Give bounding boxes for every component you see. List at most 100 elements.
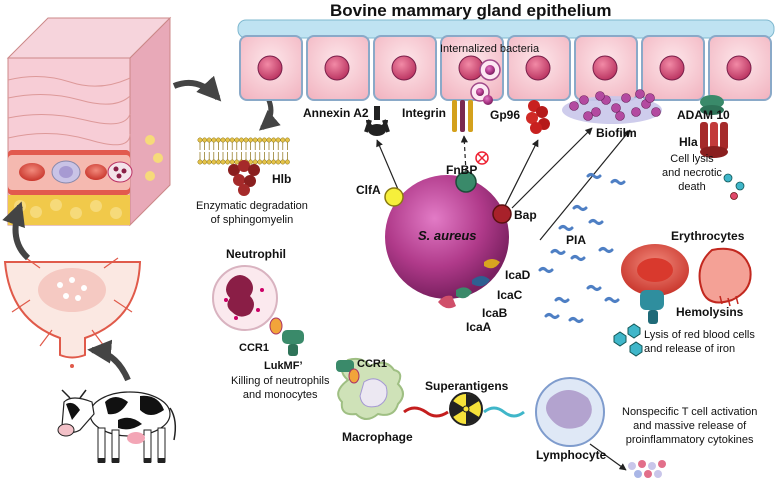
ica-proteins — [438, 259, 500, 309]
pia-fragment — [604, 297, 620, 303]
bap-adhesin — [492, 204, 512, 224]
gp96-label: Gp96 — [490, 108, 521, 122]
biofilm-bacterium — [583, 111, 593, 121]
lymphocyte-effect: Nonspecific T cell activation and massiv… — [622, 406, 758, 446]
adam10-receptor — [700, 95, 724, 115]
fnbp-label: FnBP — [446, 163, 478, 177]
pia-fragment — [568, 317, 584, 323]
pia-arrow-biofilm — [539, 129, 631, 241]
internalized-bacteria-label: Internalized bacteria — [440, 43, 540, 55]
lymphocyte-label: Lymphocyte — [536, 448, 607, 462]
mhc-connector — [403, 406, 449, 418]
biofilm-bacterium — [621, 93, 631, 103]
cow-illustration — [57, 389, 177, 463]
hemolysins-label: Hemolysins — [676, 305, 744, 319]
pia-fragment — [610, 179, 626, 185]
erythrocyte-effect: Lysis of red blood cells and release of … — [644, 329, 755, 355]
ccr1-label-macrophage: CCR1 — [357, 358, 387, 370]
clfa-adhesin — [384, 187, 404, 207]
inhibit-icon — [475, 151, 489, 165]
integrin-receptor — [452, 100, 473, 132]
hla-effect: Cell lysis and necrotic death — [662, 153, 722, 193]
epithelial-cell — [507, 35, 571, 101]
released-ions — [723, 173, 745, 200]
clfa-arrow — [376, 139, 401, 195]
udder-illustration — [3, 257, 142, 368]
biofilm-bacterium — [579, 95, 589, 105]
adam10-label: ADAM 10 — [677, 108, 730, 122]
hlb-toxin — [228, 160, 260, 196]
tcr-connector — [483, 406, 525, 418]
radiation-icon — [449, 392, 483, 426]
icaC-label: IcaC — [497, 288, 523, 302]
epithelial-cell — [574, 35, 638, 101]
macrophage-label: Macrophage — [342, 430, 413, 444]
bap-arrow-biofilm — [511, 127, 593, 209]
biofilm — [562, 89, 662, 124]
neutrophil-effect: Killing of neutrophils and monocytes — [231, 375, 330, 401]
ccr1-receptor-neutrophil — [269, 317, 283, 335]
ccr1-label-neutrophil: CCR1 — [239, 342, 269, 354]
biofilm-bacterium — [569, 101, 579, 111]
annexin-a2-label: Annexin A2 — [303, 106, 369, 120]
ccr1-receptor-macrophage — [336, 360, 360, 384]
hlb-effect: Enzymatic degradation of sphingomyelin — [196, 200, 308, 226]
biofilm-bacterium — [635, 89, 645, 99]
erythrocyte-normal — [621, 244, 689, 296]
lymphocyte-cell — [535, 377, 605, 447]
pia-fragment — [588, 219, 604, 225]
s-aureus-cell — [385, 175, 509, 299]
pia-label: PIA — [566, 233, 587, 247]
clfa-label: ClfA — [356, 183, 381, 197]
bap-label: Bap — [514, 208, 537, 222]
biofilm-bacterium — [591, 107, 601, 117]
diagram-title: Bovine mammary gland epithelium — [330, 1, 612, 20]
hlb-label: Hlb — [272, 172, 292, 186]
s-aureus-label: S. aureus — [418, 228, 477, 243]
biofilm-bacterium — [631, 107, 641, 117]
epithelial-cell — [641, 35, 705, 101]
annexin-a2-receptor — [364, 106, 390, 136]
icaD-label: IcaD — [505, 268, 531, 282]
hla-label: Hla — [679, 135, 698, 149]
pia-fragment — [572, 205, 588, 211]
pia-fragment — [586, 285, 602, 291]
integrin-label: Integrin — [402, 106, 446, 120]
epithelial-cell — [306, 35, 370, 101]
epithelial-cell — [708, 35, 772, 101]
biofilm-bacterium — [595, 91, 605, 101]
internalized-bacteria — [470, 59, 501, 105]
epithelial-cell — [239, 35, 303, 101]
superantigens-label: Superantigens — [425, 379, 509, 393]
lukmf-toxin — [282, 330, 304, 356]
epithelium — [237, 19, 775, 101]
pia-fragment — [544, 313, 560, 319]
fnbp-arrow — [460, 135, 468, 173]
epithelial-cell — [373, 35, 437, 101]
sphingomyelin-membrane — [197, 137, 290, 165]
pia-fragment — [550, 249, 566, 255]
icaA-label: IcaA — [466, 320, 492, 334]
biofilm-bacterium — [615, 111, 625, 121]
pia-fragment — [554, 297, 570, 303]
tissue-block — [6, 16, 172, 227]
flow-arrow-tissue-to-epithelium — [172, 75, 222, 102]
cytokine-arrow — [589, 443, 627, 471]
gp96-receptor — [526, 100, 550, 134]
fnbp-adhesin — [455, 171, 477, 193]
pia-fragment — [586, 173, 602, 179]
hemolysin-toxin — [640, 290, 664, 324]
erythrocyte-lysed — [698, 247, 752, 307]
pia-fragment — [558, 225, 574, 231]
biofilm-bacterium — [645, 93, 655, 103]
iron-ions — [613, 323, 643, 357]
icaB-label: IcaB — [482, 306, 508, 320]
flow-arrow-epithelium-to-membrane — [258, 96, 281, 131]
neutrophil-cell — [212, 265, 278, 331]
biofilm-bacterium — [651, 107, 661, 117]
neutrophil-label: Neutrophil — [226, 247, 286, 261]
pia-fragment — [598, 247, 614, 253]
hla-toxin — [700, 122, 728, 158]
pia-fragment — [538, 267, 554, 273]
